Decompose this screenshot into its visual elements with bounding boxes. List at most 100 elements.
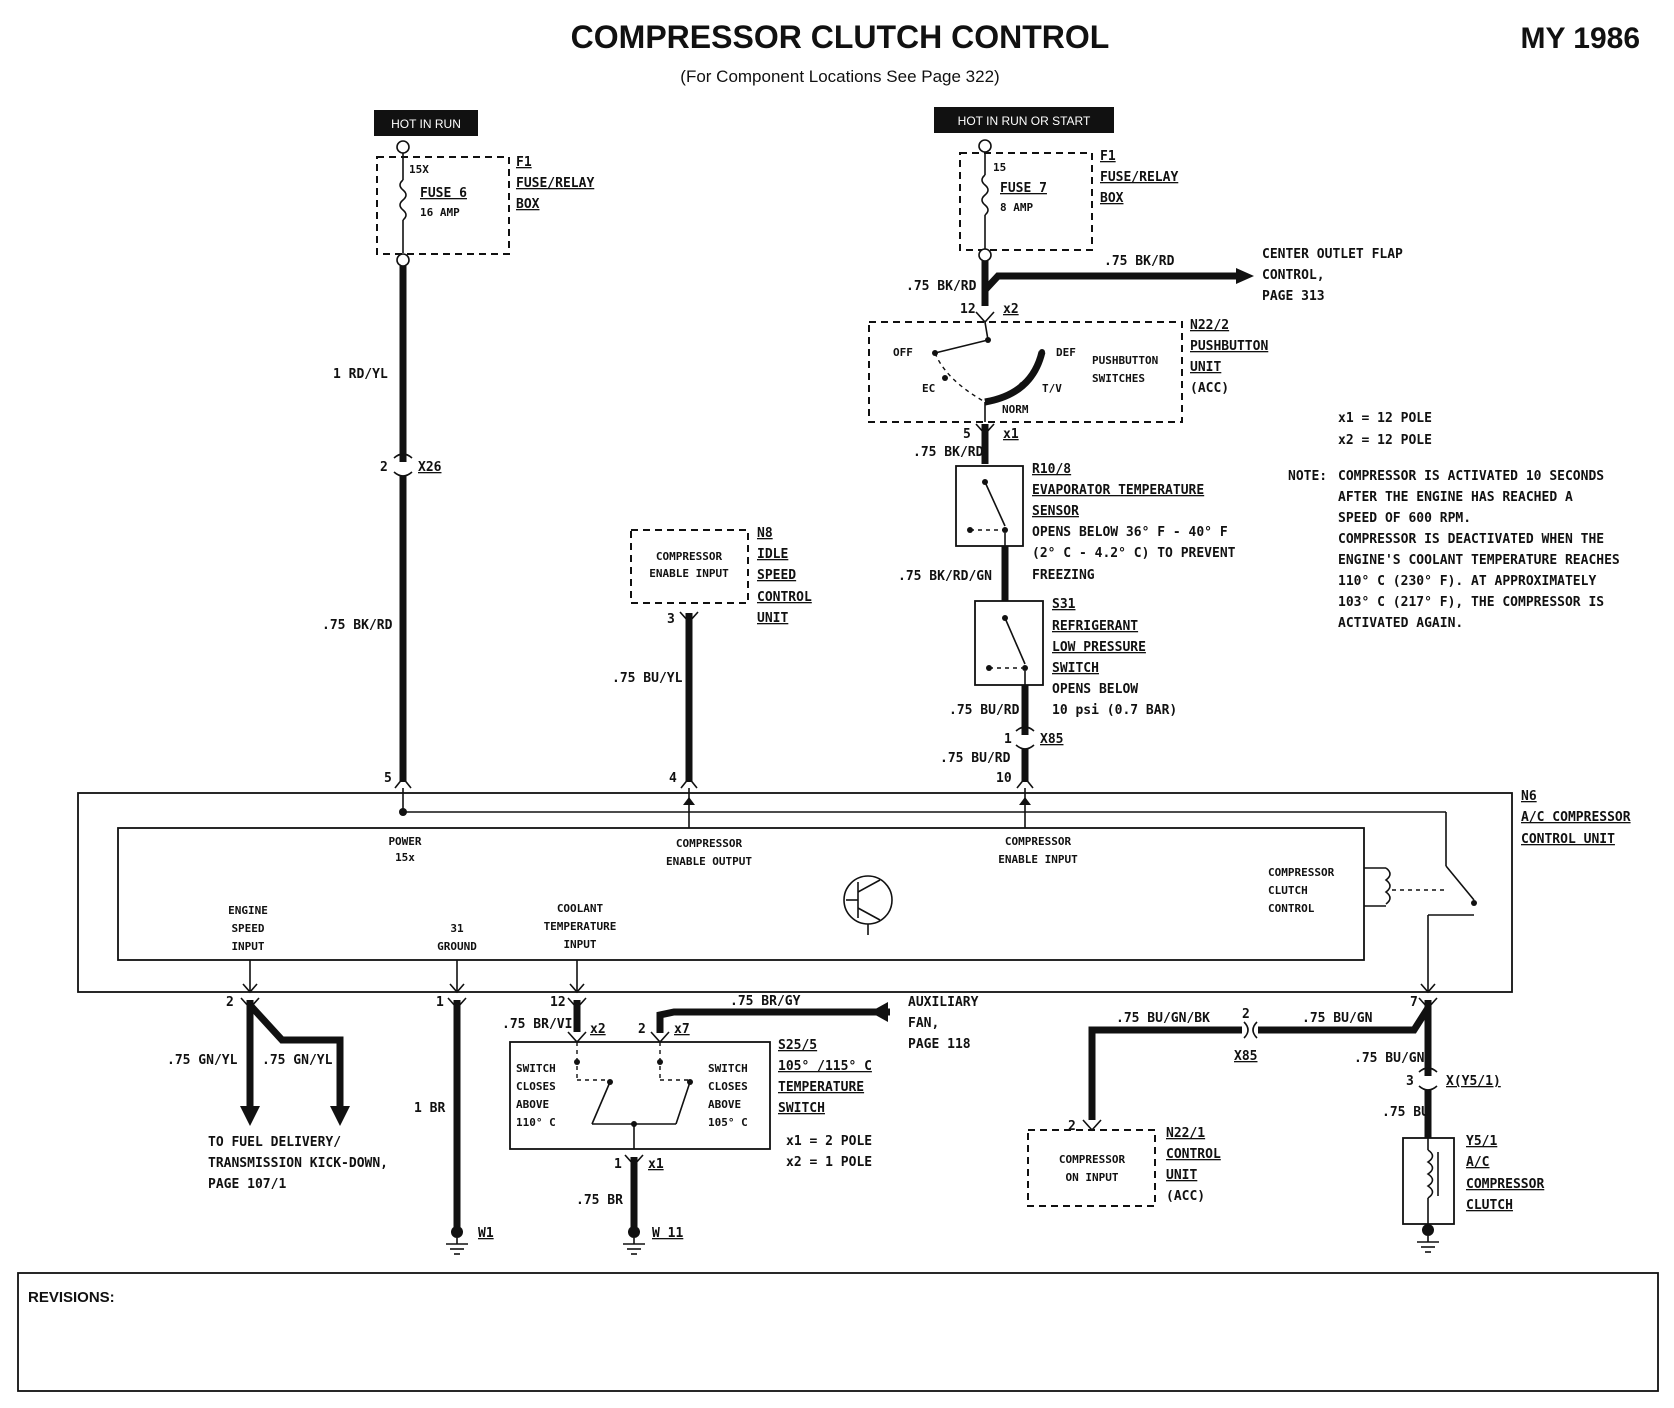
svg-text:PUSHBUTTON: PUSHBUTTON bbox=[1092, 354, 1158, 367]
svg-text:T/V: T/V bbox=[1042, 382, 1062, 395]
refrigerant-low-pressure-switch bbox=[974, 600, 1044, 686]
branch-arrow bbox=[1236, 268, 1254, 284]
aux-fan-3: PAGE 118 bbox=[908, 1037, 971, 1052]
temp-switch-desc3: SWITCH bbox=[778, 1101, 825, 1116]
note-label: NOTE: bbox=[1288, 469, 1327, 484]
svg-text:DEF: DEF bbox=[1056, 346, 1076, 359]
svg-text:SWITCHES: SWITCHES bbox=[1092, 372, 1145, 385]
svg-text:SWITCH: SWITCH bbox=[516, 1062, 556, 1075]
svg-text:ENGINE'S COOLANT TEMPERATURE R: ENGINE'S COOLANT TEMPERATURE REACHES bbox=[1338, 553, 1620, 568]
evap-desc3: OPENS BELOW 36° F - 40° F bbox=[1032, 525, 1228, 540]
wire-label-br-gy: .75 BR/GY bbox=[730, 994, 801, 1009]
wire-label-bu-rd: .75 BU/RD bbox=[949, 703, 1020, 718]
hot-in-run-or-start-label: HOT IN RUN OR START bbox=[934, 107, 1114, 133]
svg-text:COMPRESSOR: COMPRESSOR bbox=[1268, 866, 1335, 879]
pushbutton-unit: OFF DEF EC T/V NORM PUSHBUTTON SWITCHES bbox=[868, 321, 1183, 423]
svg-text:CLUTCH: CLUTCH bbox=[1268, 884, 1308, 897]
svg-text:ENGINE: ENGINE bbox=[228, 904, 268, 917]
wire-label-bu-gn-2: .75 BU/GN bbox=[1354, 1051, 1425, 1066]
fuel-dest-2: TRANSMISSION KICK-DOWN, bbox=[208, 1156, 388, 1171]
pushbutton-x1: x1 bbox=[1003, 427, 1019, 442]
arrow-fuel-delivery bbox=[240, 1106, 260, 1126]
acc-ctrl-desc3: (ACC) bbox=[1166, 1189, 1205, 1204]
idle-desc3: CONTROL bbox=[757, 590, 812, 605]
wire-bu-gn bbox=[1258, 1000, 1432, 1034]
pole-note-x1: x1 = 12 POLE bbox=[1338, 411, 1432, 426]
svg-text:FUSE 7: FUSE 7 bbox=[1000, 181, 1047, 196]
x-y51-top bbox=[1418, 1067, 1438, 1073]
cti-pin-12: 12 bbox=[550, 995, 566, 1010]
wire-label-branch: .75 BK/RD bbox=[1104, 254, 1175, 269]
svg-text:TEMPERATURE: TEMPERATURE bbox=[544, 920, 617, 933]
esi-pin: 2 bbox=[226, 995, 234, 1010]
fuel-dest-1: TO FUEL DELIVERY/ bbox=[208, 1135, 341, 1150]
svg-text:COMPRESSOR IS DEACTIVATED WHEN: COMPRESSOR IS DEACTIVATED WHEN THE bbox=[1338, 532, 1604, 547]
aux-fan-1: AUXILIARY bbox=[908, 995, 979, 1010]
x-y51-bottom bbox=[1418, 1085, 1438, 1091]
x85-conn-left bbox=[1243, 1021, 1249, 1039]
page-title: COMPRESSOR CLUTCH CONTROL bbox=[571, 19, 1110, 55]
wire-label-bk-rd-left: .75 BK/RD bbox=[322, 618, 393, 633]
svg-text:COMPRESSOR IS ACTIVATED 10 SEC: COMPRESSOR IS ACTIVATED 10 SECONDS bbox=[1338, 469, 1604, 484]
temp-pole-2: x2 = 1 POLE bbox=[786, 1155, 872, 1170]
wire-label-bk-rd-evap: .75 BK/RD bbox=[913, 445, 984, 460]
evaporator-temperature-sensor bbox=[955, 465, 1024, 547]
svg-text:105° C: 105° C bbox=[708, 1116, 748, 1129]
idle-ref: N8 bbox=[757, 526, 773, 541]
svg-text:ABOVE: ABOVE bbox=[708, 1098, 741, 1111]
ctrl-pin: 2 bbox=[1068, 1119, 1076, 1134]
pole-note-x2: x2 = 12 POLE bbox=[1338, 433, 1432, 448]
idle-desc2: SPEED bbox=[757, 568, 796, 583]
ground-w1-icon bbox=[446, 1226, 468, 1255]
svg-text:15X: 15X bbox=[409, 163, 429, 176]
svg-text:GROUND: GROUND bbox=[437, 940, 477, 953]
connector-x85-top bbox=[1015, 726, 1035, 732]
temp-pin-2: 2 bbox=[638, 1022, 646, 1037]
model-year: MY 1986 bbox=[1520, 22, 1640, 55]
svg-text:CONTROL: CONTROL bbox=[1268, 902, 1315, 915]
temp-pin-1: 1 bbox=[614, 1157, 622, 1172]
wire-label-br: .75 BR bbox=[576, 1193, 623, 1208]
wire-label-gn-yl-a: .75 GN/YL bbox=[167, 1053, 238, 1068]
wire-label-rd-yl: 1 RD/YL bbox=[333, 367, 388, 382]
svg-text:NORM: NORM bbox=[1002, 403, 1029, 416]
wire-label-bu-gn: .75 BU/GN bbox=[1302, 1011, 1373, 1026]
svg-text:15: 15 bbox=[993, 161, 1006, 174]
svg-text:SPEED: SPEED bbox=[231, 922, 264, 935]
svg-text:ON INPUT: ON INPUT bbox=[1066, 1171, 1119, 1184]
wire-label-bu-gn-bk: .75 BU/GN/BK bbox=[1116, 1011, 1210, 1026]
acc-ctrl-ref: N22/1 bbox=[1166, 1126, 1205, 1141]
acc-ctrl-desc2: UNIT bbox=[1166, 1168, 1197, 1183]
fuse-6: 15X FUSE 6 16 AMP bbox=[376, 140, 510, 267]
svg-text:SWITCH: SWITCH bbox=[708, 1062, 748, 1075]
evap-ref: R10/8 bbox=[1032, 462, 1071, 477]
wire-gn-yl-branch bbox=[247, 1002, 344, 1110]
svg-text:OFF: OFF bbox=[893, 346, 913, 359]
x7-temp-arrow bbox=[650, 1031, 670, 1044]
svg-text:ACTIVATED AGAIN.: ACTIVATED AGAIN. bbox=[1338, 616, 1463, 631]
note-text: COMPRESSOR IS ACTIVATED 10 SECONDS AFTER… bbox=[1338, 469, 1620, 631]
svg-text:31: 31 bbox=[450, 922, 464, 935]
pin-10-arrow bbox=[1016, 776, 1034, 789]
wire-bu-gn-bk bbox=[1088, 1026, 1242, 1120]
revisions-box bbox=[17, 1272, 1659, 1392]
revisions-label: REVISIONS: bbox=[28, 1289, 115, 1306]
svg-text:COOLANT: COOLANT bbox=[557, 902, 604, 915]
temp-switch-ref: S25/5 bbox=[778, 1038, 817, 1053]
svg-text:COMPRESSOR: COMPRESSOR bbox=[1059, 1153, 1126, 1166]
x85-clutch-pin: 2 bbox=[1242, 1007, 1250, 1022]
connector-x26-top bbox=[393, 453, 413, 459]
svg-text:INPUT: INPUT bbox=[563, 938, 596, 951]
svg-text:EC: EC bbox=[922, 382, 935, 395]
lp-switch-desc5: 10 psi (0.7 BAR) bbox=[1052, 703, 1177, 718]
temp-x2: x2 bbox=[590, 1022, 606, 1037]
pushbutton-desc1: PUSHBUTTON bbox=[1190, 339, 1268, 354]
svg-text:103° C (217° F), THE COMPRESSO: 103° C (217° F), THE COMPRESSOR IS bbox=[1338, 595, 1604, 610]
lp-switch-desc4: OPENS BELOW bbox=[1052, 682, 1138, 697]
x2-temp-arrow bbox=[567, 1031, 587, 1044]
fuse-left-ref: F1 bbox=[516, 155, 532, 170]
temperature-switch: SWITCH CLOSES ABOVE 110° C SWITCH CLOSES… bbox=[509, 1041, 771, 1150]
ac-compressor-control-unit: POWER 15x COMPRESSOR ENABLE OUTPUT COMPR… bbox=[77, 788, 1513, 994]
fuel-dest-3: PAGE 107/1 bbox=[208, 1177, 286, 1192]
